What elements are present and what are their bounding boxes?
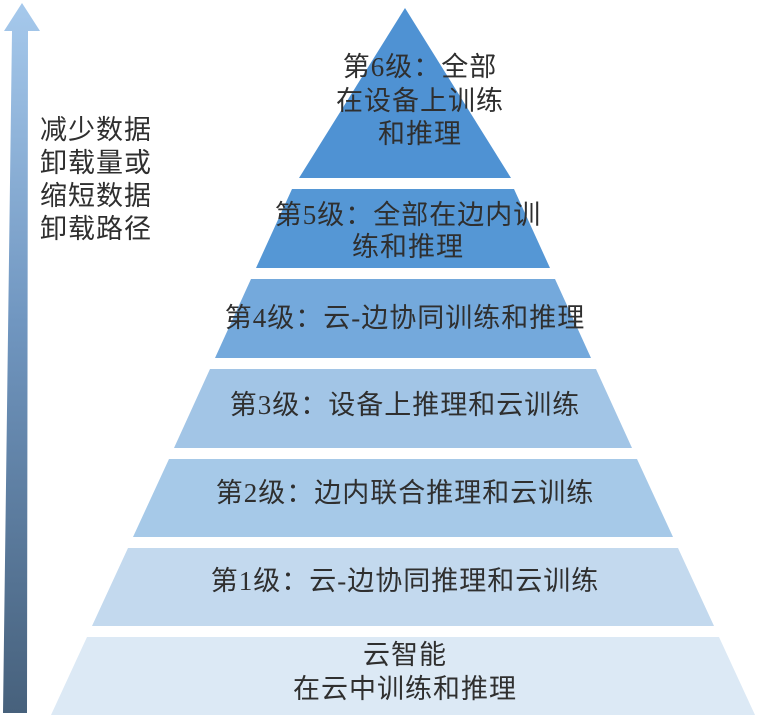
- level-6-label-line: 和推理: [378, 119, 462, 149]
- pyramid: 第6级：全部 在设备上训练 和推理 第5级：全部在边内训 练和推理 第4级：云-…: [51, 8, 755, 715]
- pyramid-level-2: [133, 459, 673, 537]
- pyramid-level-4: [215, 279, 591, 358]
- level-6-label-line: 在设备上训练: [336, 86, 504, 116]
- pyramid-level-1: [92, 548, 714, 626]
- offload-note-line: 卸载量或: [40, 148, 152, 178]
- offload-note-line: 减少数据: [40, 115, 152, 145]
- pyramid-level-cloud: [51, 637, 755, 715]
- level-3-label-line: 第3级：设备上推理和云训练: [230, 390, 581, 420]
- level-5-label-line: 练和推理: [352, 232, 464, 262]
- cloud-level-label-line: 在云中训练和推理: [293, 674, 517, 704]
- level-2-label-line: 第2级：边内联合推理和云训练: [216, 478, 595, 508]
- level-4-label-line: 第4级：云-边协同训练和推理: [225, 303, 586, 333]
- level-5-label-line: 第5级：全部在边内训: [275, 200, 542, 230]
- up-arrow-icon: [3, 3, 40, 713]
- level-1-label-line: 第1级：云-边协同推理和云训练: [211, 566, 600, 596]
- pyramid-level-3: [174, 369, 632, 448]
- level-6-label-line: 第6级：全部: [343, 52, 498, 82]
- offload-note-line: 缩短数据: [40, 181, 152, 211]
- pyramid-level-6: [299, 8, 511, 178]
- offload-note-line: 卸载路径: [40, 214, 152, 244]
- offload-note: 减少数据 卸载量或 缩短数据 卸载路径: [40, 115, 152, 244]
- cloud-level-label-line: 云智能: [363, 640, 447, 670]
- pyramid-level-5: [256, 189, 550, 268]
